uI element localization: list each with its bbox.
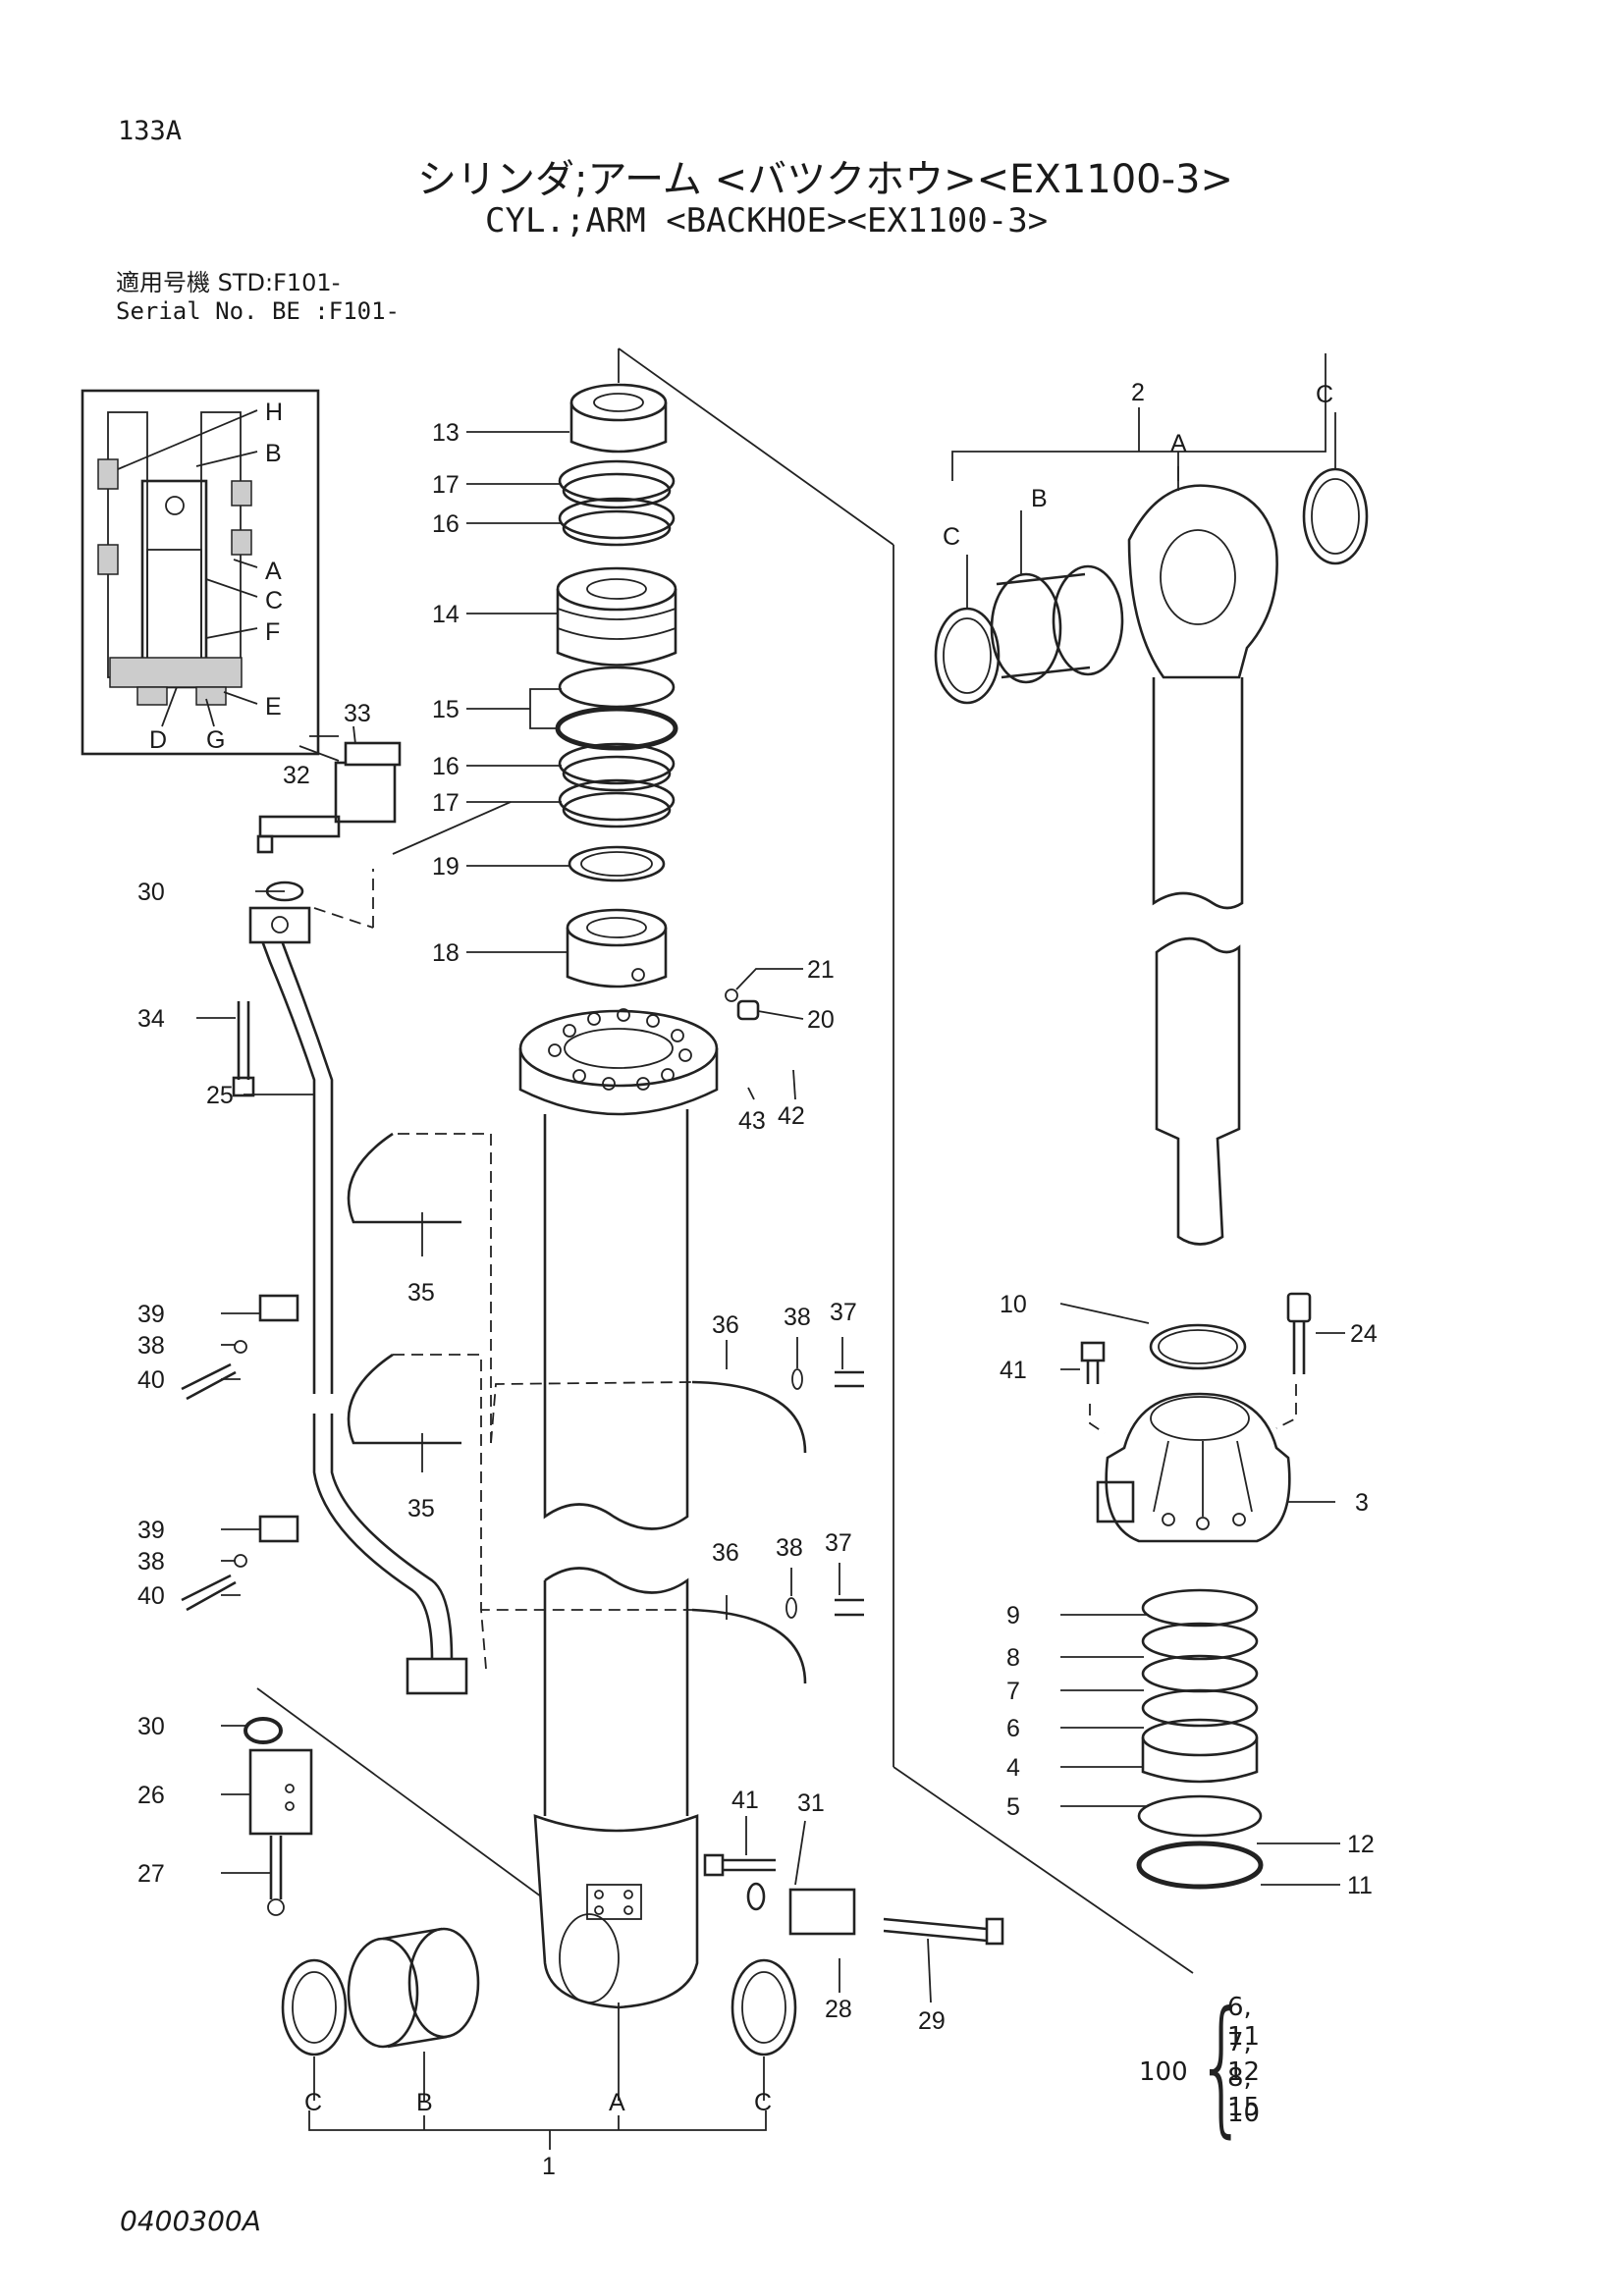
label-A-inset: A <box>265 558 282 585</box>
kit-brace: { <box>1196 1981 1248 2152</box>
callout-38-left-bottom: 38 <box>137 1548 165 1575</box>
callout-12: 12 <box>1347 1831 1375 1858</box>
leader-lines <box>196 412 1345 2101</box>
label-C-top-right: C <box>1316 381 1333 408</box>
callout-33: 33 <box>344 700 371 727</box>
callout-26: 26 <box>137 1782 165 1809</box>
rod-gland-stack <box>1080 1292 1312 1890</box>
callout-4: 4 <box>1006 1754 1020 1782</box>
applicability-serial: Serial No. BE :F101- <box>116 297 400 325</box>
callout-19: 19 <box>432 853 460 881</box>
kit-item: 8, 15 <box>1227 2063 1261 2122</box>
callout-39-top: 39 <box>137 1301 165 1328</box>
callout-2: 2 <box>1131 379 1145 406</box>
callout-38-left-top: 38 <box>137 1332 165 1360</box>
callout-9: 9 <box>1006 1602 1020 1629</box>
callout-29: 29 <box>918 2007 946 2035</box>
kit-number: 100 <box>1139 2057 1188 2087</box>
callout-27: 27 <box>137 1860 165 1888</box>
cylinder-tube <box>518 1008 719 2009</box>
callout-7: 7 <box>1006 1678 1020 1705</box>
cylinder-head-stack <box>555 383 760 1021</box>
callout-38-right-top: 38 <box>784 1304 811 1331</box>
callout-43: 43 <box>738 1107 766 1135</box>
piston-rod <box>934 467 1369 1246</box>
label-C-top-left: C <box>943 523 960 551</box>
label-B-top: B <box>1031 485 1048 512</box>
callout-35-bottom: 35 <box>407 1495 435 1522</box>
seal-detail-inset <box>81 389 320 756</box>
label-F: F <box>265 618 280 646</box>
callout-11: 11 <box>1347 1872 1373 1899</box>
callout-6: 6 <box>1006 1715 1020 1742</box>
callout-39-bottom: 39 <box>137 1517 165 1544</box>
callout-21: 21 <box>807 956 835 984</box>
drawing-number: 0400300A <box>120 2205 261 2237</box>
callout-1: 1 <box>542 2153 556 2180</box>
label-D: D <box>149 726 167 754</box>
callout-32: 32 <box>283 762 310 789</box>
pipe-assembly <box>232 741 468 1744</box>
callout-10: 10 <box>1000 1291 1027 1318</box>
callout-41-bottom: 41 <box>731 1787 759 1814</box>
callout-41-right: 41 <box>1000 1357 1027 1384</box>
callout-3: 3 <box>1355 1489 1369 1517</box>
label-C-bottom-left: C <box>304 2089 322 2116</box>
kit-item: 7, 12 <box>1227 2028 1261 2087</box>
callout-18: 18 <box>432 939 460 967</box>
label-G: G <box>206 726 225 754</box>
dashed-connections <box>313 869 1297 1670</box>
port-block-28 <box>703 1853 1004 1946</box>
callout-34: 34 <box>137 1005 165 1033</box>
callout-36-bottom: 36 <box>712 1539 739 1567</box>
callout-35-top: 35 <box>407 1279 435 1307</box>
callout-40-bottom: 40 <box>137 1582 165 1610</box>
clamps <box>181 1132 864 1684</box>
callout-30-bottom: 30 <box>137 1713 165 1740</box>
inset-letter-labels: H B A C F E D G <box>149 399 283 754</box>
callout-37-bottom: 37 <box>825 1529 852 1557</box>
callout-38-right-bottom: 38 <box>776 1534 803 1562</box>
label-B-inset: B <box>265 440 282 467</box>
port-block-26 <box>248 1748 313 1916</box>
callout-42: 42 <box>778 1102 805 1130</box>
page-code: 133A <box>118 116 183 146</box>
callout-24: 24 <box>1350 1320 1378 1348</box>
callout-20: 20 <box>807 1006 835 1034</box>
label-C-bottom-right: C <box>754 2089 772 2116</box>
label-E: E <box>265 693 282 721</box>
kit-item: 10 <box>1227 2099 1261 2128</box>
bottom-bushings <box>281 1927 797 2056</box>
label-B-bottom: B <box>416 2089 433 2116</box>
title-japanese: シリンダ;アーム <バツクホウ><EX1100-3> <box>417 157 1234 202</box>
callout-31: 31 <box>797 1789 825 1817</box>
label-H: H <box>265 399 283 426</box>
callout-13: 13 <box>432 419 460 447</box>
callout-28: 28 <box>825 1996 852 2023</box>
callout-37-top: 37 <box>830 1299 857 1326</box>
callout-8: 8 <box>1006 1644 1020 1672</box>
part-callouts: 13 17 16 14 15 16 17 19 18 21 20 43 42 3… <box>137 379 1378 2180</box>
callout-36-top: 36 <box>712 1311 739 1339</box>
callout-16-top: 16 <box>432 510 460 538</box>
title-english: CYL.;ARM <BACKHOE><EX1100-3> <box>485 201 1049 240</box>
callout-17-top: 17 <box>432 471 460 499</box>
callout-16-bottom: 16 <box>432 753 460 780</box>
callout-30-top: 30 <box>137 879 165 906</box>
inset-leader <box>298 745 340 762</box>
label-A-bottom: A <box>609 2089 625 2116</box>
kit-item: 6, 11 <box>1227 1993 1261 2052</box>
callout-40-top: 40 <box>137 1366 165 1394</box>
callout-14: 14 <box>432 601 460 628</box>
callout-5: 5 <box>1006 1793 1020 1821</box>
callout-15: 15 <box>432 696 460 723</box>
callout-17-bottom: 17 <box>432 789 460 817</box>
label-A-top: A <box>1170 430 1187 457</box>
label-C-inset: C <box>265 587 283 614</box>
letter-callouts: C B A C C B A C <box>304 381 1333 2116</box>
applicability-japanese: 適用号機 STD:F101- <box>116 269 341 296</box>
callout-25: 25 <box>206 1082 234 1109</box>
